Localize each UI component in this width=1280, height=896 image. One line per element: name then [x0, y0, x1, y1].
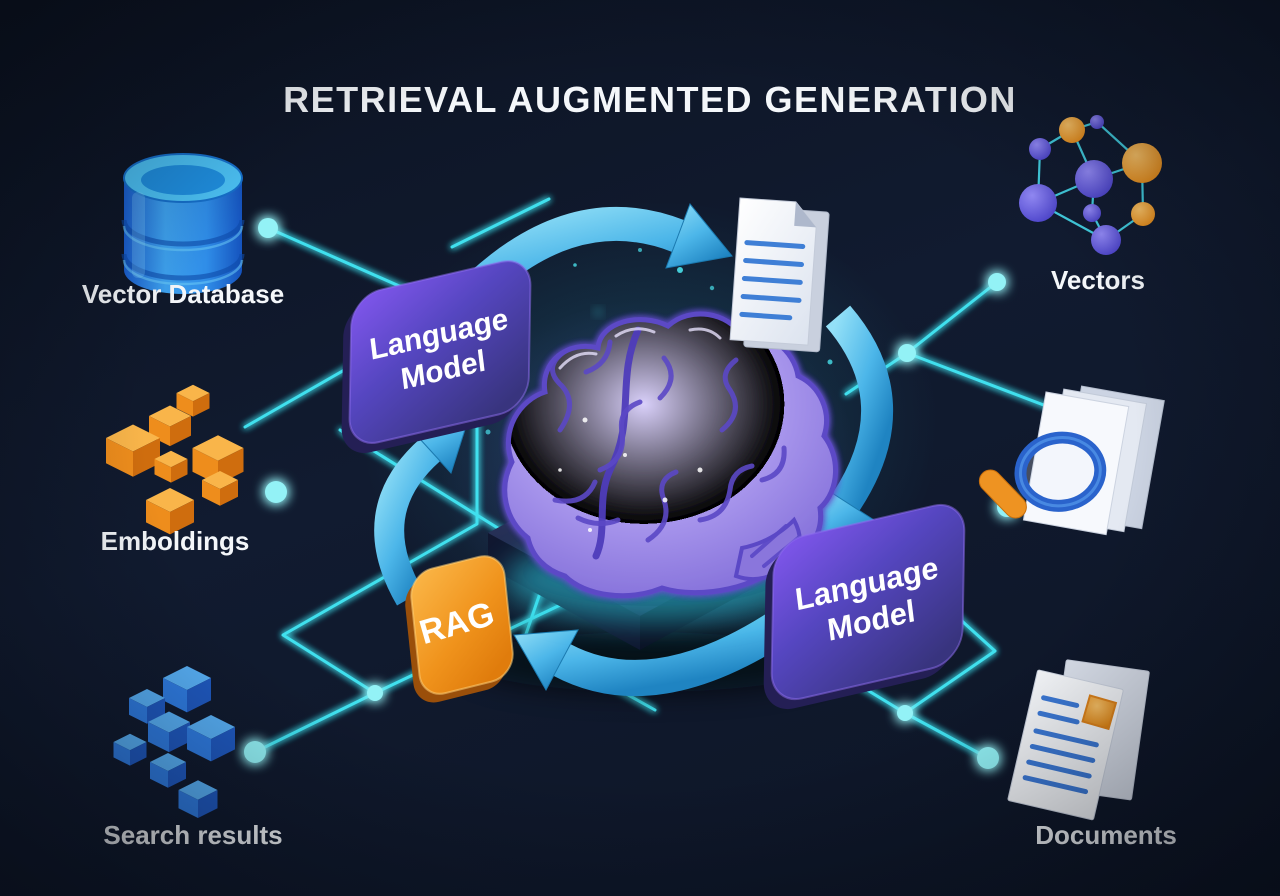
arrow-bottom [513, 599, 809, 697]
label-vectors: Vectors [1051, 265, 1145, 295]
graph-nodes-icon [1019, 115, 1162, 255]
magnifier-documents-icon [978, 385, 1165, 536]
label-vector-database: Vector Database [82, 279, 284, 309]
database-icon [121, 153, 245, 294]
orange-cubes-icon [106, 384, 244, 535]
language-model-badge-top: Language Model [341, 260, 532, 453]
brain-icon [502, 311, 838, 622]
label-documents: Documents [1035, 820, 1177, 850]
blue-cubes-icon [113, 666, 235, 818]
label-embeddings: Emboldings [101, 526, 250, 556]
document-icon [729, 197, 830, 353]
page-title: RETRIEVAL AUGMENTED GENERATION [283, 79, 1017, 120]
documents-icon [1007, 659, 1150, 821]
brain-body [502, 311, 838, 599]
label-search-results: Search results [103, 820, 282, 850]
language-model-badge-bottom: Language Model [763, 503, 966, 710]
rag-badge: RAG [405, 555, 514, 703]
